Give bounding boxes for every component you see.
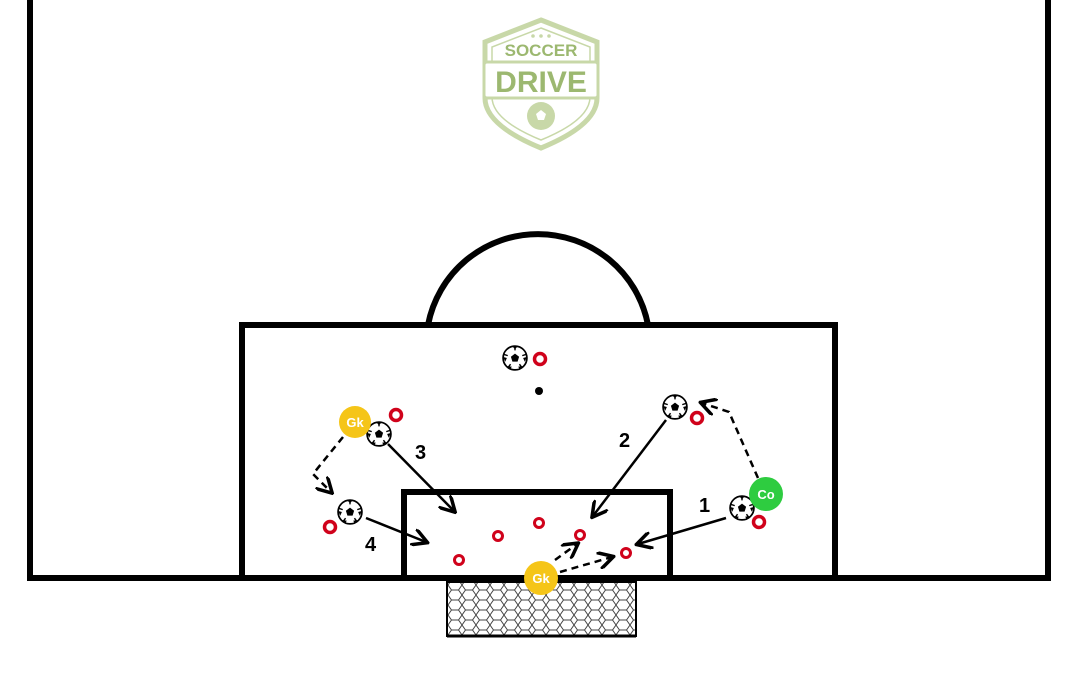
gk-left-run — [311, 436, 344, 492]
cone — [492, 530, 504, 542]
balls — [337, 345, 755, 525]
cone — [689, 410, 705, 426]
player-coach: Co — [749, 477, 783, 511]
sequence-label-4: 4 — [365, 534, 377, 556]
player-label: Gk — [532, 571, 550, 586]
pass-arrow-3 — [387, 443, 454, 511]
pass-arrows — [365, 419, 727, 544]
ball-icon — [662, 394, 688, 420]
cone — [453, 554, 465, 566]
ball-icon — [502, 345, 528, 371]
cone — [574, 529, 586, 541]
cones — [322, 351, 767, 566]
player-label: Co — [757, 487, 774, 502]
logo-line1: SOCCER — [505, 41, 578, 60]
sequence-labels: 1 2 3 4 — [365, 430, 710, 556]
logo-line2: DRIVE — [495, 66, 587, 99]
player-gk-left: Gk — [339, 406, 371, 438]
movement-arrows — [311, 403, 760, 574]
goal-net — [446, 581, 637, 638]
pass-arrow-2 — [593, 419, 667, 516]
gk-goal-run-2 — [559, 557, 612, 574]
ball-icon — [337, 499, 363, 525]
ball-icon — [366, 421, 392, 447]
player-label: Gk — [346, 415, 364, 430]
cone — [620, 547, 632, 559]
player-gk-goal: Gk — [524, 561, 558, 595]
pass-arrow-1 — [638, 516, 727, 544]
penalty-spot — [535, 387, 543, 395]
cone — [532, 351, 548, 367]
soccer-drive-logo: SOCCER DRIVE — [482, 17, 600, 151]
cone — [388, 407, 404, 423]
cone — [322, 519, 338, 535]
coach-run — [702, 403, 760, 479]
sequence-label-1: 1 — [699, 495, 710, 517]
pass-arrow-4 — [365, 516, 426, 542]
sequence-label-3: 3 — [415, 442, 426, 464]
cone — [751, 514, 767, 530]
gk-goal-run-1 — [554, 544, 577, 562]
cone — [533, 517, 545, 529]
sequence-label-2: 2 — [619, 430, 630, 452]
